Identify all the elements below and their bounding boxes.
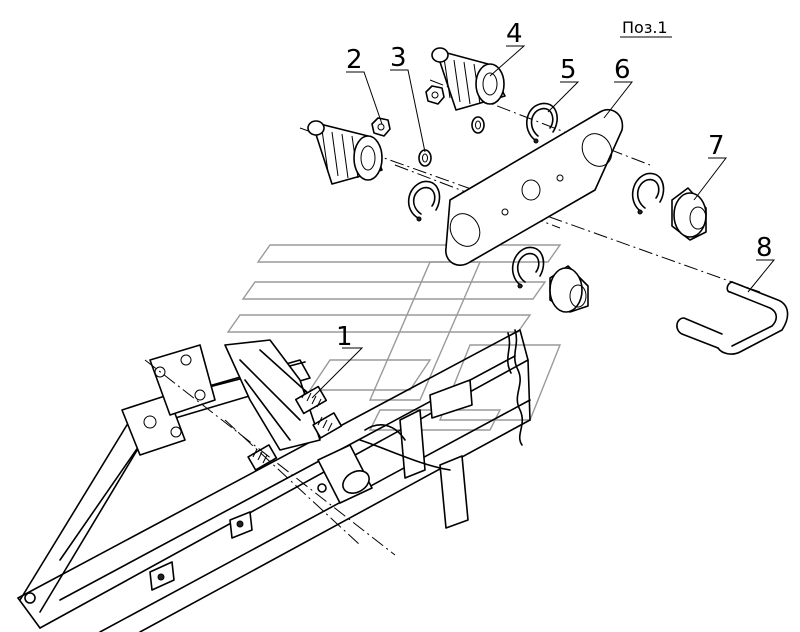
beam-bolt-1 <box>229 511 253 539</box>
part-2-hex-nut-upper <box>425 85 445 105</box>
part-7-bushing-cap-lower <box>549 265 589 313</box>
part-5-retaining-ring-2 <box>407 180 441 222</box>
callout-7: 7 <box>708 131 725 161</box>
callout-8: 8 <box>756 233 773 263</box>
part-4-quick-coupler-upper <box>431 47 506 111</box>
part-5-retaining-ring-1 <box>526 102 558 144</box>
beam-bolt-2 <box>149 561 175 591</box>
coupler-spring-1 <box>294 385 328 415</box>
part-5-retaining-ring-3 <box>631 172 665 215</box>
part-3-washer-upper <box>471 116 485 134</box>
pipe-fitting <box>317 444 373 504</box>
coupler-spring-3 <box>247 444 278 471</box>
part-2-hex-nut-lower <box>371 117 391 137</box>
beam-bolt-3 <box>24 592 36 604</box>
part-7-bushing-cap-upper <box>671 187 707 241</box>
part-4-quick-coupler-lower <box>307 120 383 185</box>
leader-lines <box>311 36 776 399</box>
part-8-lock-pin <box>676 281 789 355</box>
callout-5: 5 <box>560 55 577 85</box>
part-3-washer-lower <box>418 149 432 167</box>
beam-bolt-4 <box>317 483 327 493</box>
part-6-mounting-plate <box>445 108 624 266</box>
section-label: Поз.1 <box>622 18 668 37</box>
frame-beam <box>17 329 531 632</box>
coupler-spring-2 <box>312 412 343 439</box>
callout-6: 6 <box>614 55 631 85</box>
callout-1: 1 <box>336 322 353 352</box>
callout-2: 2 <box>346 45 363 75</box>
callout-3: 3 <box>390 43 407 73</box>
part-5-retaining-ring-4 <box>511 246 545 289</box>
callout-4: 4 <box>506 19 523 49</box>
